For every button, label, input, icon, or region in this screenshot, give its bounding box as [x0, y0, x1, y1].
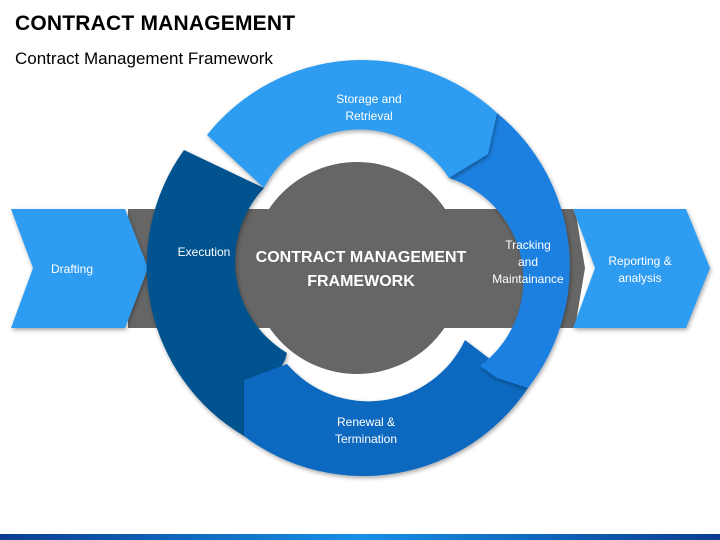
renewal-label: Renewal & Termination [334, 415, 398, 446]
page-title: CONTRACT MANAGEMENT [15, 12, 296, 35]
storage-label: Storage and Retrieval [336, 92, 402, 123]
center-label: CONTRACT MANAGEMENT FRAMEWORK [255, 249, 467, 290]
reporting-label: Reporting & analysis [608, 254, 672, 285]
drafting-chevron [11, 209, 148, 328]
tracking-label: Tracking and Maintainance [492, 238, 564, 286]
reporting-chevron [573, 209, 710, 328]
execution-label: Execution [177, 245, 231, 259]
drafting-label: Drafting [50, 262, 94, 276]
renewal-segment [244, 340, 528, 477]
page-subtitle: Contract Management Framework [15, 49, 273, 68]
tracking-segment [449, 113, 570, 388]
bottom-accent-bar [0, 534, 720, 540]
storage-segment [207, 59, 497, 188]
center-circle [251, 162, 463, 374]
execution-segment [146, 150, 287, 436]
